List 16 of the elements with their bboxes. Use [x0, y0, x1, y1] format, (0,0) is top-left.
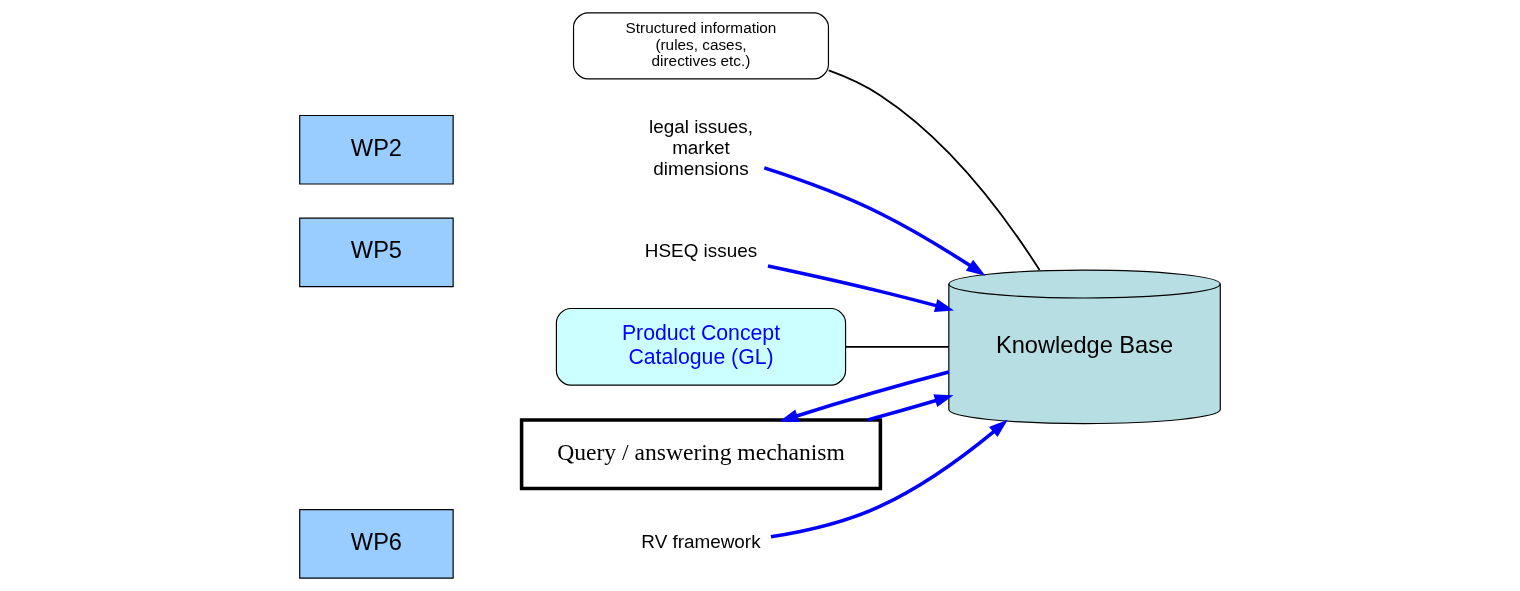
arrow [867, 394, 954, 422]
node-box: WP2 [299, 114, 454, 185]
node-box: WP5 [299, 217, 454, 288]
arrow [779, 370, 950, 423]
node-box: Query / answering mechanism [519, 418, 883, 491]
connector [844, 345, 950, 348]
node-box: Structured information (rules, cases, directives etc.) [572, 12, 830, 80]
node-box: Product Concept Catalogue (GL) [555, 307, 847, 386]
node-box: WP6 [299, 509, 454, 579]
arrow [770, 419, 1008, 539]
node-text: RV framework [641, 531, 761, 553]
node-text: legal issues, market dimensions [649, 115, 753, 180]
arrow [763, 166, 986, 276]
arrow [767, 264, 954, 312]
node-text: HSEQ issues [644, 239, 758, 261]
connector [827, 69, 1041, 271]
